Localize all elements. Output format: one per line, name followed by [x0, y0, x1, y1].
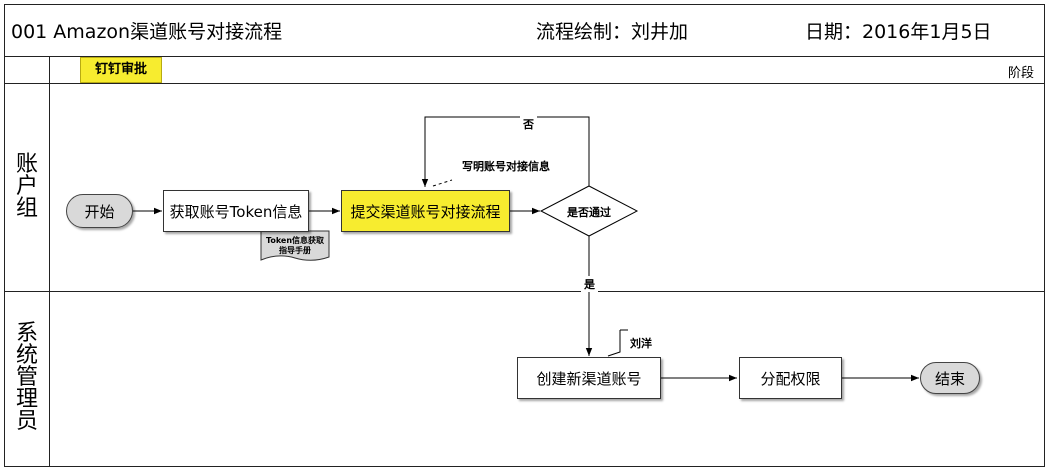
- decision-label: 是否通过: [567, 206, 611, 219]
- assign-permission-node: 分配权限: [739, 357, 842, 399]
- date-label: 日期：2016年1月5日: [805, 21, 992, 43]
- edge-label-yes: 是: [581, 276, 598, 292]
- submit-node: 提交渠道账号对接流程: [341, 190, 510, 232]
- get-token-node: 获取账号Token信息: [163, 190, 309, 232]
- end-node: 结束: [920, 362, 980, 394]
- phase-tag: 钉钉审批: [80, 57, 162, 83]
- annotation-connector-write-info: [432, 179, 453, 187]
- annotation-bracket-assignee: [607, 330, 621, 357]
- create-account-node: 创建新渠道账号: [517, 357, 661, 399]
- lane-label-sysadmin: 系统管理员: [15, 321, 38, 434]
- annotation-assignee: 刘洋: [630, 337, 652, 350]
- annotation-write-info: 写明账号对接信息: [462, 160, 550, 173]
- edge-decision-no-loop: [421, 116, 590, 187]
- start-node: 开始: [66, 194, 133, 228]
- edge-label-no: 否: [520, 116, 537, 132]
- guide-document-shape: [260, 230, 330, 261]
- author-label: 流程绘制：刘井加: [536, 21, 689, 43]
- outer-frame: [4, 4, 1045, 467]
- diagram-title: 001 Amazon渠道账号对接流程: [11, 21, 283, 43]
- phase-label: 阶段: [1008, 66, 1035, 81]
- lane-label-account-group: 账户组: [15, 152, 38, 221]
- guide-document-label: Token信息获取指导手册: [265, 236, 325, 255]
